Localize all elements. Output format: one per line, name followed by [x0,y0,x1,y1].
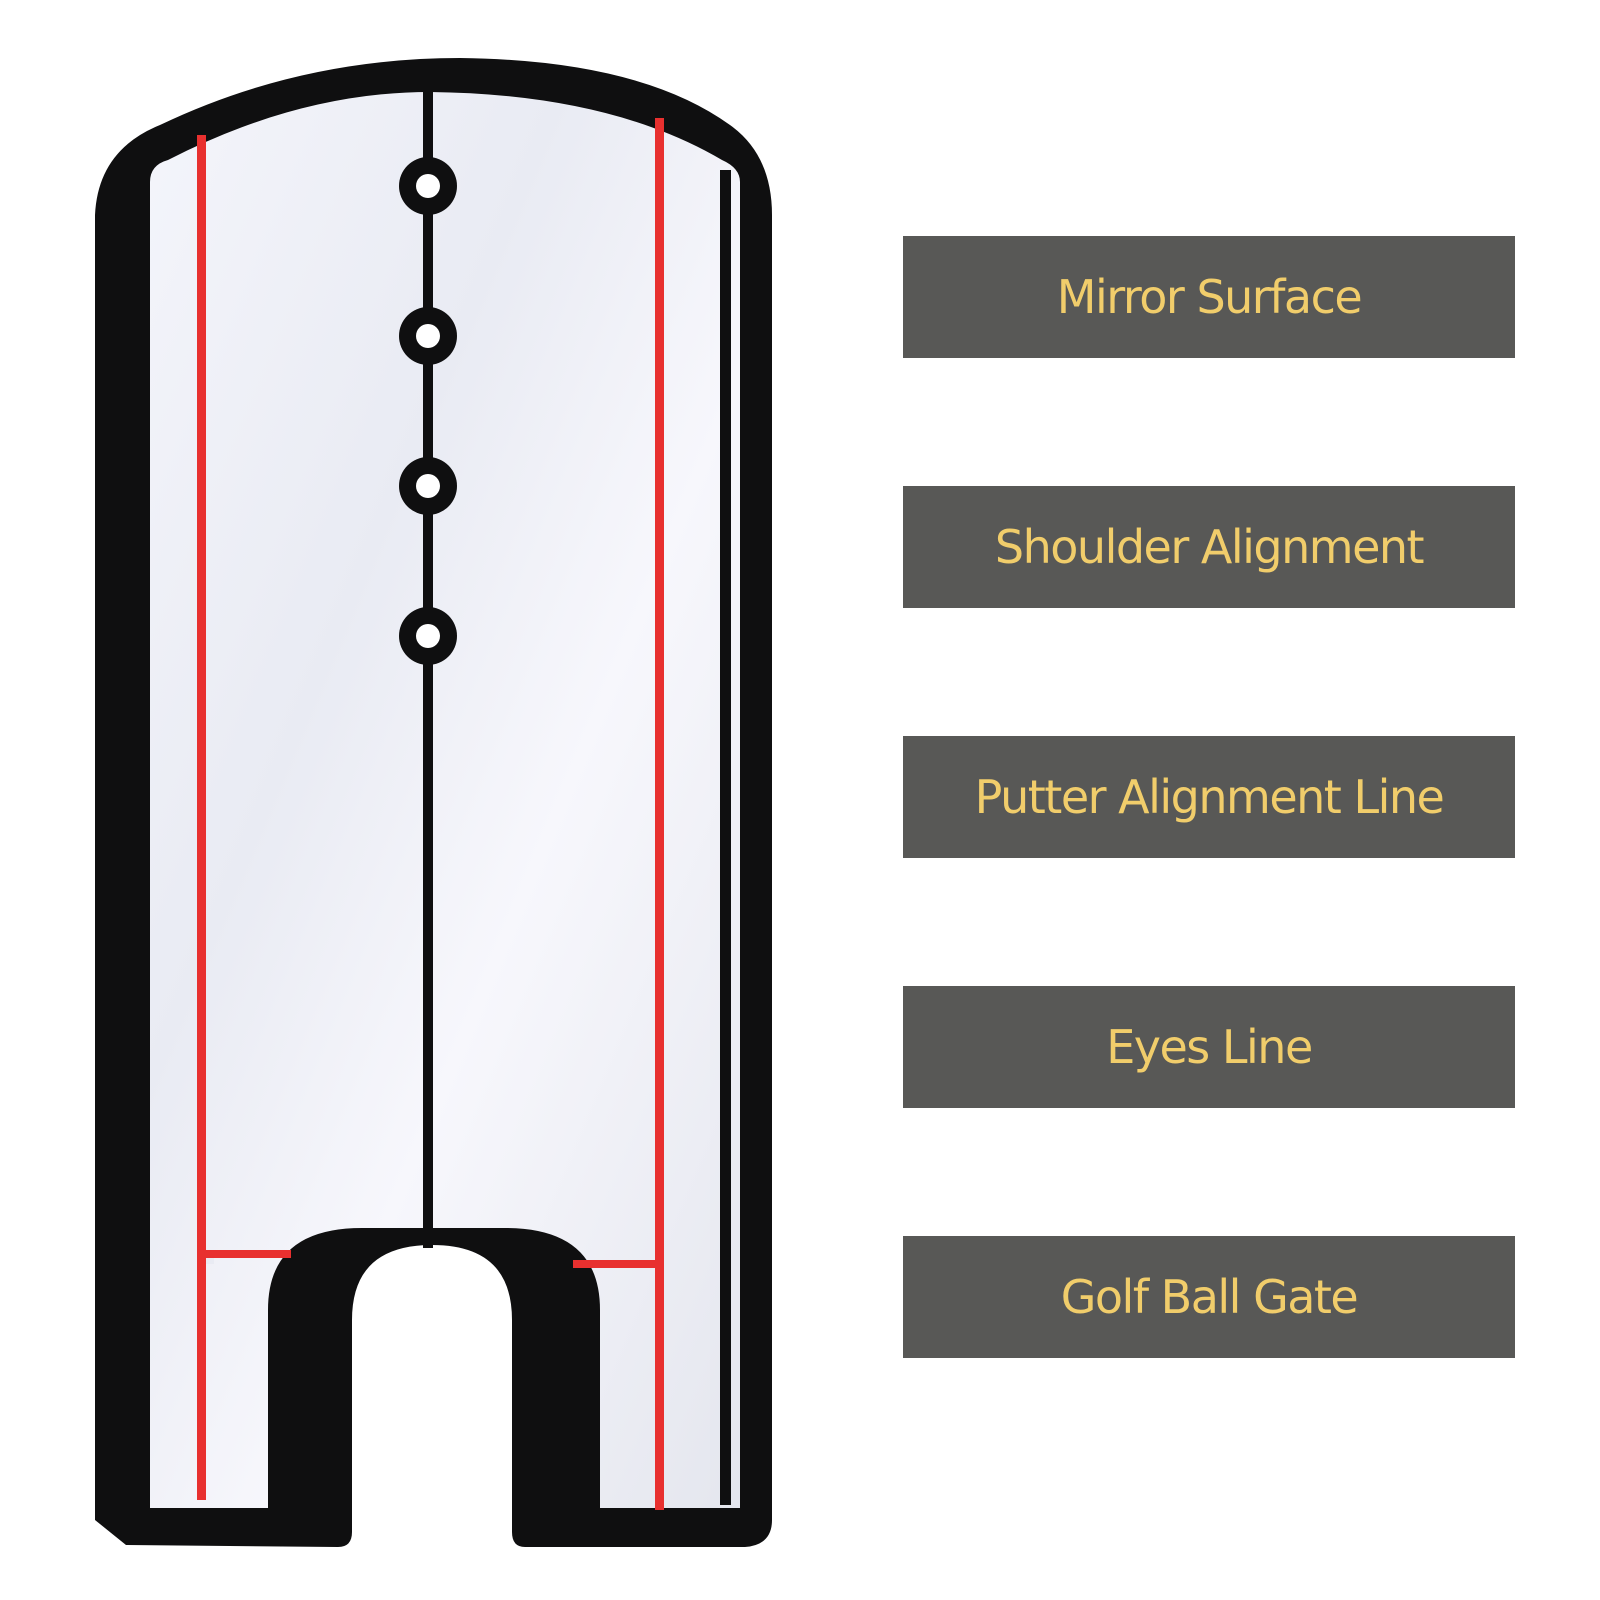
right-red-line [655,118,664,1510]
label-shoulder-alignment: Shoulder Alignment [903,486,1515,608]
putter-alignment-line [423,88,433,1248]
eye-hole [416,324,440,348]
label-eyes-line: Eyes Line [903,986,1515,1108]
eye-hole [416,624,440,648]
putting-mirror-image [95,58,772,1547]
eye-hole [416,174,440,198]
left-inner-black-line [136,190,147,1500]
eye-hole [416,474,440,498]
left-red-gate-line [206,1250,291,1258]
label-text: Shoulder Alignment [994,520,1425,574]
left-red-line [197,135,206,1500]
label-text: Eyes Line [1106,1020,1313,1074]
label-text: Golf Ball Gate [1060,1270,1359,1324]
label-golf-ball-gate: Golf Ball Gate [903,1236,1515,1358]
left-white-gate-gap [206,1258,214,1264]
right-red-gate-line [573,1260,655,1268]
label-text: Mirror Surface [1056,270,1363,324]
mirror-surface [150,92,740,1508]
putting-mirror [95,58,772,1547]
right-inner-black-line [720,170,731,1505]
label-text: Putter Alignment Line [974,770,1445,824]
eye-holes [399,157,457,665]
label-mirror-surface: Mirror Surface [903,236,1515,358]
label-putter-alignment-line: Putter Alignment Line [903,736,1515,858]
